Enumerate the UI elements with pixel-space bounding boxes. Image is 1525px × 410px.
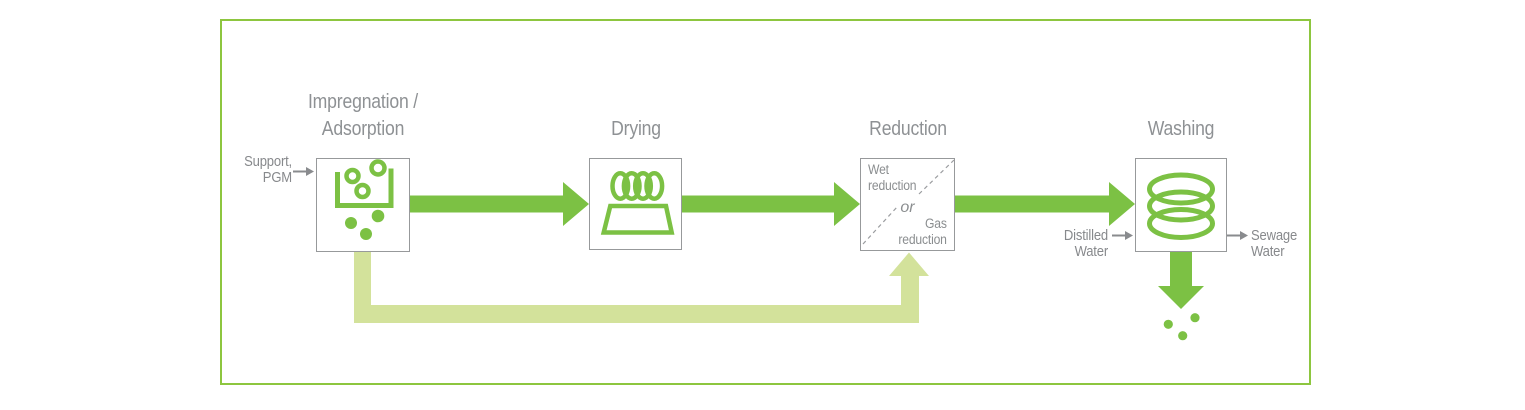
sewage-water-output-arrow-icon (1227, 231, 1248, 240)
stage-title-drying: Drying (548, 116, 724, 143)
arrow-reduction-to-washing (955, 182, 1135, 226)
arrow-impregnation-to-drying (410, 182, 589, 226)
stage-title-impregnation-adsorption: Impregnation / Adsorption (275, 89, 451, 143)
title-line: Adsorption (321, 118, 405, 140)
distilled-water-input-arrow-icon (1112, 231, 1133, 240)
stage-title-washing: Washing (1093, 116, 1269, 143)
stage-box-impregnation (316, 158, 410, 252)
stage-box-drying (589, 158, 682, 250)
reduction-option-separator: or (900, 199, 915, 216)
stacked-coils-icon (1147, 172, 1215, 240)
title-line: Washing (1147, 118, 1215, 140)
recycle-loop-arrow (354, 252, 929, 323)
title-line: Impregnation / (307, 91, 419, 113)
stage-title-reduction: Reduction (820, 116, 996, 143)
stage-box-washing (1135, 158, 1227, 252)
title-line: Drying (611, 118, 661, 140)
reduction-option-wet: Wet reduction (868, 162, 917, 193)
reduction-option-gas: Gas reduction (898, 216, 948, 247)
stage-box-reduction: Wet reduction or Gas reduction (860, 158, 955, 251)
vessel-with-particles-icon (335, 159, 394, 240)
droplets-icon (1163, 313, 1200, 341)
arrow-drying-to-reduction (682, 182, 860, 226)
arrow-washing-down (1158, 252, 1204, 309)
input-label-distilled-water: Distilled Water (1063, 228, 1108, 260)
title-line: Reduction (869, 118, 947, 140)
output-label-sewage-water: Sewage Water (1251, 228, 1298, 260)
input-label-support-pgm: Support, PGM (244, 154, 292, 186)
heating-coils-tray-icon (600, 171, 675, 235)
support-input-arrow-icon (293, 167, 314, 176)
diagonal-divider-dashed-line (862, 159, 955, 245)
